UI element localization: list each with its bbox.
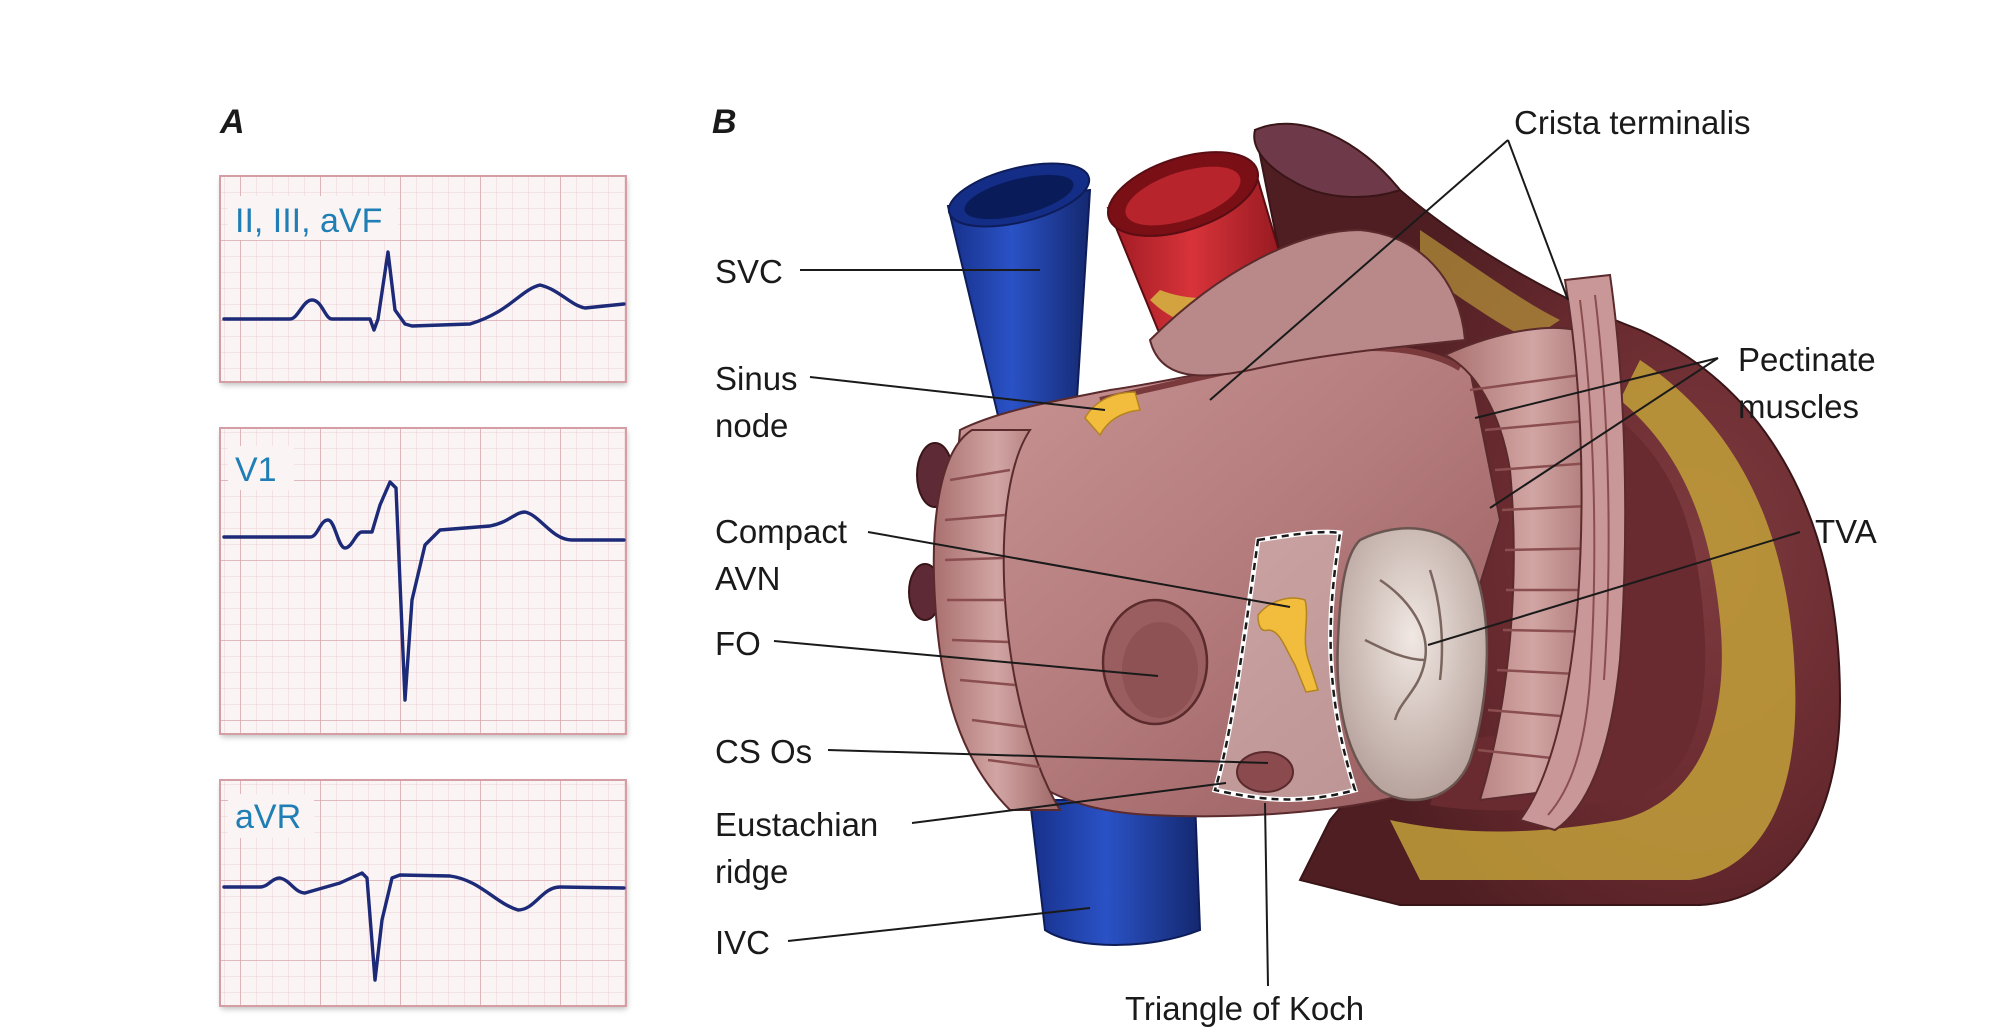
ecg-label-backdrop: [228, 196, 398, 240]
ecg-label-backdrop: [228, 446, 294, 490]
fossa-ovalis-floor: [1122, 622, 1198, 718]
ecg-label-backdrop: [228, 794, 314, 838]
label-sinus-node-line2: node: [715, 407, 788, 444]
ecg-lead-label: V1: [235, 451, 277, 489]
ecg-strip-inferior: II, III, aVF: [219, 175, 627, 383]
label-eustachian-line1: Eustachian: [715, 806, 878, 843]
heart-illustration: [908, 122, 1842, 946]
triangle-of-koch-dashes: [1213, 530, 1357, 801]
left-pectinate-wall: [932, 429, 1062, 811]
label-ivc: IVC: [715, 924, 770, 961]
label-compact-avn-line1: Compact: [715, 513, 847, 550]
aorta-lumen-inner: [1125, 166, 1241, 226]
label-fo: FO: [715, 625, 761, 662]
right-pectinate-ridges: [1469, 373, 1613, 762]
left-atrial-appendage: [1253, 122, 1402, 198]
atrial-dome: [1148, 228, 1467, 377]
ecg-trace-avr: [222, 871, 626, 982]
leader-fo: [773, 640, 1159, 677]
crista-terminalis-lines: [1547, 294, 1610, 816]
tricuspid-valve: [1336, 527, 1489, 802]
ecg-strip-avr: aVR: [219, 779, 627, 1007]
compact-av-node: [1257, 597, 1319, 693]
sinus-node: [1084, 391, 1141, 437]
leader-tva: [1427, 531, 1801, 646]
leader-crista-terminalis-1: [1209, 139, 1509, 401]
coronary-sinus-ostium: [1236, 751, 1294, 793]
tricuspid-valve-leaflets: [1364, 569, 1444, 721]
ecg-lead-label: aVR: [235, 798, 301, 836]
label-compact-avn-line2: AVN: [715, 560, 780, 597]
svc-lumen-inner: [964, 174, 1074, 220]
label-triangle-of-koch: Triangle of Koch: [1125, 990, 1364, 1027]
ecg-trace-inferior: [222, 250, 626, 332]
leader-lines: [773, 139, 1801, 987]
ecg-lead-label: II, III, aVF: [235, 202, 382, 240]
epicardial-fat-inner: [1430, 420, 1706, 811]
panel-b-letter: B: [712, 103, 737, 141]
leader-cs-os: [827, 749, 1269, 764]
anatomy-labels: Crista terminalis SVC Sinus node Pectina…: [715, 104, 1877, 1027]
epicardial-fat: [1390, 360, 1796, 880]
inferior-vena-cava: [1028, 799, 1202, 946]
label-pectinate-line2: muscles: [1738, 388, 1859, 425]
leader-ivc: [787, 907, 1091, 942]
leader-sinus-node: [809, 376, 1106, 411]
epicardial-fat-top: [1420, 230, 1560, 340]
crista-terminalis-band: [1518, 273, 1627, 832]
leader-pectinate-2: [1489, 357, 1719, 509]
leader-triangle-of-koch: [1264, 802, 1269, 987]
label-eustachian-line2: ridge: [715, 853, 788, 890]
leader-pectinate-1: [1474, 357, 1719, 419]
leader-compact-avn: [867, 531, 1291, 608]
leader-crista-terminalis-2: [1507, 139, 1569, 301]
ecg-strip-v1: V1: [219, 427, 627, 735]
panel-a-letter: A: [219, 103, 245, 141]
leader-eustachian-ridge: [911, 782, 1227, 824]
label-svc: SVC: [715, 253, 783, 290]
label-cs-os: CS Os: [715, 733, 812, 770]
label-pectinate-line1: Pectinate: [1738, 341, 1876, 378]
label-sinus-node-line1: Sinus: [715, 360, 798, 397]
ecg-trace-v1: [222, 480, 626, 702]
label-crista-terminalis: Crista terminalis: [1514, 104, 1751, 141]
left-pectinate-ridges: [944, 468, 1041, 769]
label-tva: TVA: [1815, 513, 1877, 550]
